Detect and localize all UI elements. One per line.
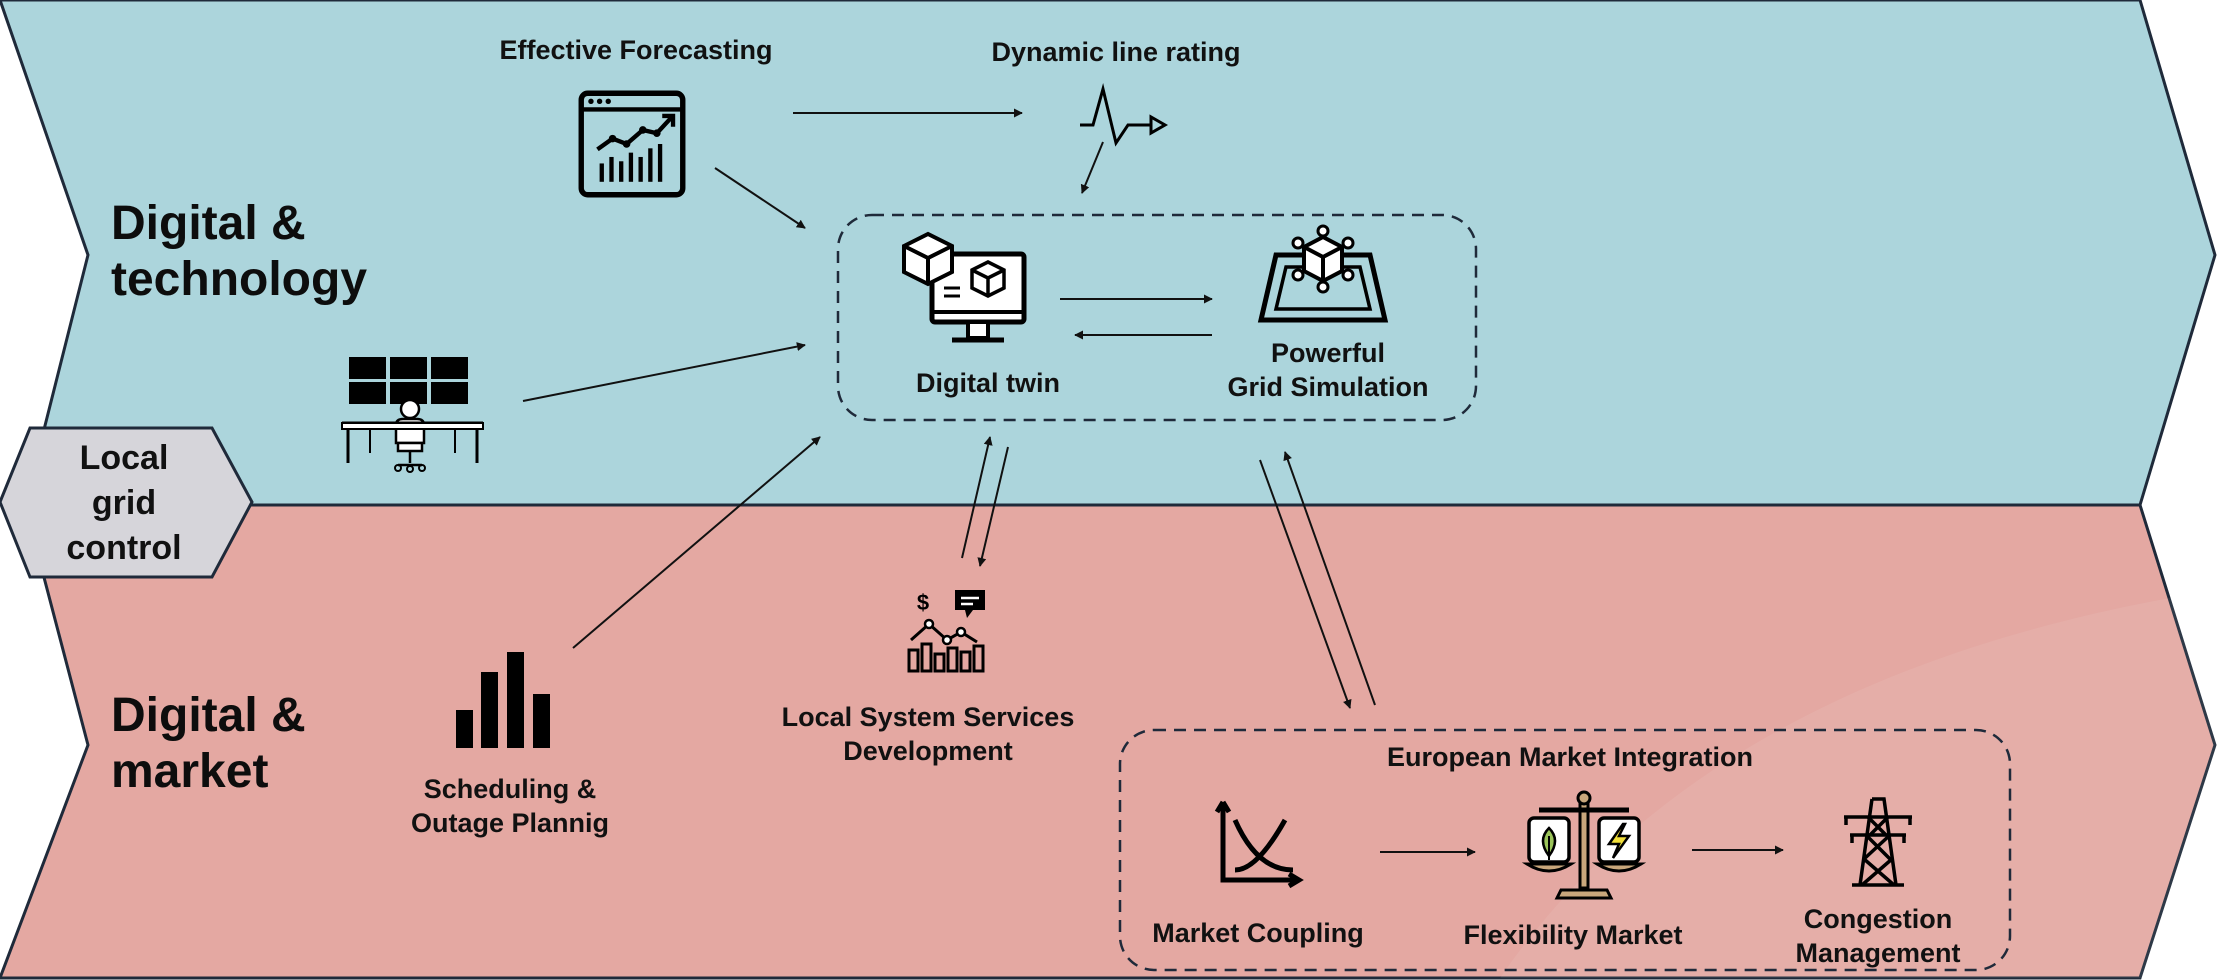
arrow-services-to-twin — [961, 436, 993, 559]
congestion-management-label: Congestion Management — [1768, 902, 1988, 970]
svg-text:$: $ — [917, 590, 929, 615]
european-market-group — [1118, 728, 2012, 972]
band-title-market: Digital & market — [111, 688, 306, 800]
side-label-line2: grid — [91, 484, 157, 522]
european-market-label: European Market Integration — [1386, 742, 1754, 772]
scheduling-label-line1: Scheduling & — [423, 774, 597, 804]
arrow-european-to-simulation — [1283, 451, 1376, 706]
signal-wave-icon — [1078, 83, 1169, 147]
scheduling-label: Scheduling & Outage Plannig — [390, 772, 630, 840]
dynamic-line-rating-label: Dynamic line rating — [991, 37, 1241, 67]
local-system-services-label-line1: Local System Services — [781, 702, 1075, 732]
local-system-services-label-line2: Development — [843, 736, 1013, 766]
effective-forecasting-label: Effective Forecasting — [499, 35, 773, 65]
congestion-management-label-line2: Management — [1795, 938, 1961, 968]
digital-twin-group — [836, 213, 1478, 422]
arrow-control-room-to-twin — [522, 342, 806, 402]
digital-twin-monitor-icon — [900, 228, 1028, 354]
side-hexagon — [0, 426, 254, 579]
arrow-forecasting-to-twin — [714, 167, 806, 229]
flexibility-market-label: Flexibility Market — [1463, 920, 1683, 950]
grid-simulation-label: Powerful Grid Simulation — [1208, 336, 1448, 404]
forecast-chart-icon — [578, 90, 686, 198]
transmission-tower-icon — [1840, 797, 1916, 887]
balance-scale-icon — [1521, 790, 1647, 902]
market-coupling-label: Market Coupling — [1152, 918, 1364, 948]
market-analytics-icon: $ — [905, 588, 987, 673]
side-label-line3: control — [66, 529, 182, 567]
band-title-technology-line2: technology — [111, 253, 368, 306]
grid-simulation-label-line2: Grid Simulation — [1227, 372, 1429, 402]
side-label-line1: Local — [79, 439, 169, 477]
band-title-technology-line1: Digital & — [111, 197, 306, 250]
side-label: Local grid control — [36, 436, 212, 571]
band-bottom — [0, 503, 2217, 980]
supply-demand-curve-icon — [1213, 800, 1305, 889]
arrow-simulation-to-european — [1259, 459, 1352, 709]
scheduling-label-line2: Outage Plannig — [410, 808, 610, 838]
control-room-operator-icon — [340, 355, 485, 473]
band-title-market-line2: market — [111, 745, 269, 798]
local-system-services-label: Local System Services Development — [778, 700, 1078, 768]
arrow-twin-to-services — [977, 446, 1009, 567]
congestion-management-label-line1: Congestion — [1803, 904, 1953, 934]
grid-simulation-icon — [1257, 224, 1389, 325]
band-title-market-line1: Digital & — [111, 689, 306, 742]
grid-simulation-label-line1: Powerful — [1270, 338, 1385, 368]
arrow-dlr-to-twin — [1080, 141, 1104, 194]
band-title-technology: Digital & technology — [111, 196, 367, 308]
bar-chart-icon — [456, 652, 552, 748]
digital-twin-label: Digital twin — [916, 368, 1060, 398]
background-sweep — [1500, 590, 2217, 978]
arrow-scheduling-to-twin — [572, 436, 821, 649]
